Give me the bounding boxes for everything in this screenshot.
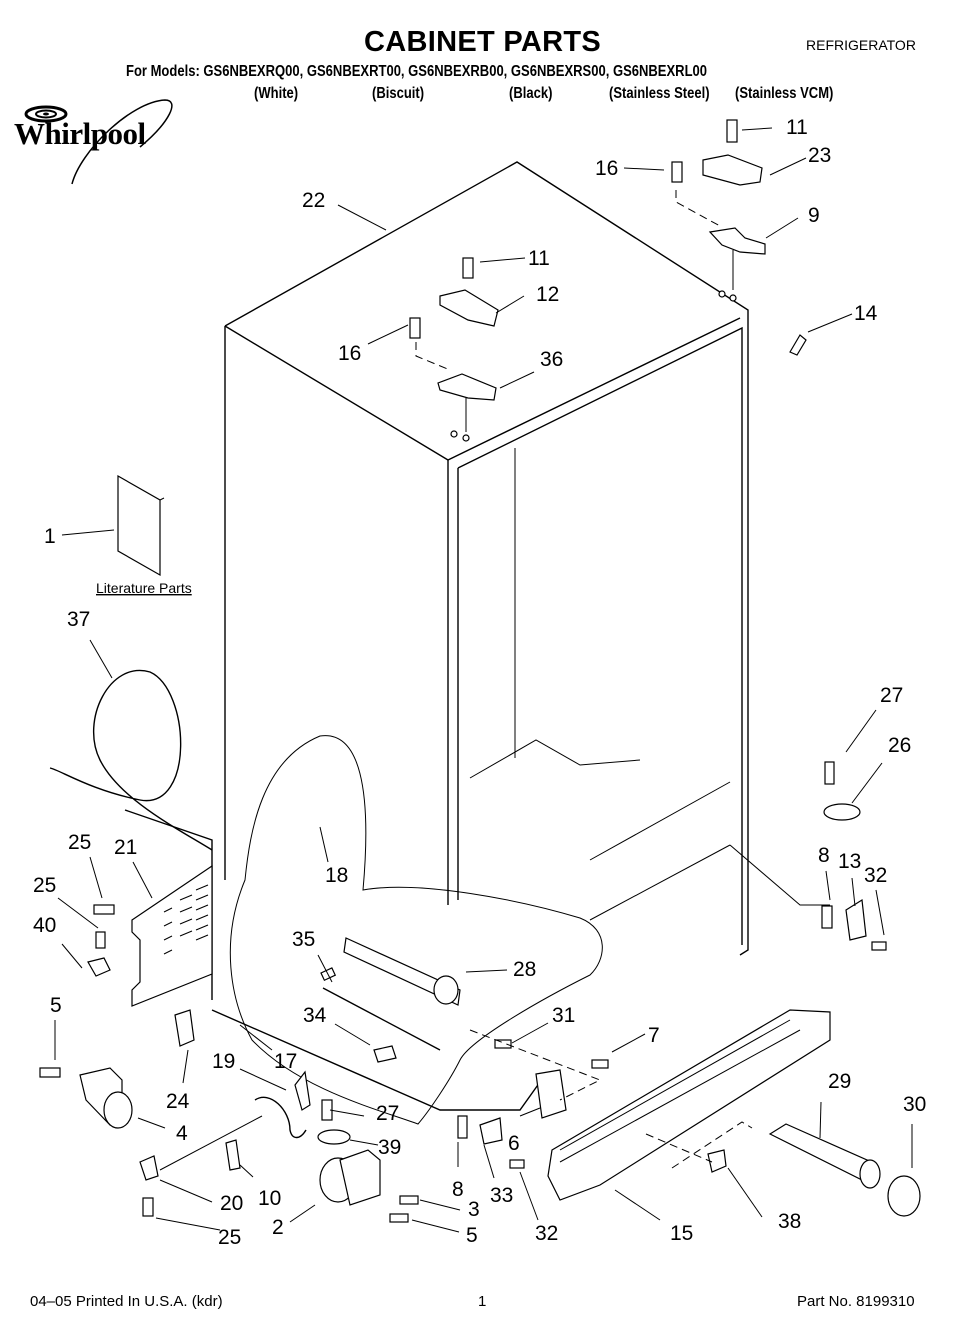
rear-access-panel [131,864,213,1007]
callout-labels: 11 23 16 9 22 11 12 14 16 36 1 37 27 26 … [33,116,926,1249]
model-color-stainless-vcm: (Stainless VCM) [735,85,834,102]
models-line: For Models: GS6NBEXRQ00, GS6NBEXRT00, GS… [126,63,708,80]
callout-8-bottom: 8 [452,1178,464,1201]
callout-28: 28 [513,958,536,981]
callout-23: 23 [808,144,831,167]
callout-33: 33 [490,1184,513,1207]
callout-27-bottom: 27 [376,1102,399,1125]
callout-14: 14 [854,302,878,325]
literature-parts-label: Literature Parts [96,580,192,596]
product-type: REFRIGERATOR [806,37,916,53]
callout-24: 24 [166,1090,190,1113]
callout-7: 7 [648,1024,660,1047]
top-hinge-assembly-right [671,119,807,356]
callout-35: 35 [292,928,315,951]
power-cord [49,669,213,851]
model-color-white: (White) [254,85,299,102]
callout-29: 29 [828,1070,851,1093]
center-hinge-assembly [409,257,499,442]
whirlpool-logo-swirl-icon [24,99,173,185]
callout-38: 38 [778,1210,801,1233]
callout-11-top: 11 [786,116,808,139]
callout-25-b: 25 [33,874,56,897]
callout-5-left: 5 [50,994,62,1017]
whirlpool-logo: Whirlpool [14,116,146,151]
model-color-biscuit: (Biscuit) [372,85,425,102]
callout-21: 21 [114,836,137,859]
callout-26: 26 [888,734,911,757]
callout-19: 19 [212,1050,235,1073]
callout-2: 2 [272,1216,284,1239]
callout-40: 40 [33,914,56,937]
page-title: CABINET PARTS [364,26,601,58]
callout-20: 20 [220,1192,243,1215]
water-filter [645,1121,921,1217]
callout-17: 17 [274,1050,297,1073]
callout-30: 30 [903,1093,926,1116]
cabinet-shell [124,161,830,1125]
small-parts [39,761,887,1223]
callout-39: 39 [378,1136,401,1159]
callout-31: 31 [552,1004,575,1027]
callout-13: 13 [838,850,861,873]
model-color-black: (Black) [509,85,553,102]
callout-18: 18 [325,864,348,887]
callout-34: 34 [303,1004,327,1027]
callout-8-right: 8 [818,844,830,867]
model-color-stainless-steel: (Stainless Steel) [609,85,710,102]
callout-4: 4 [176,1122,188,1145]
callout-25-a: 25 [68,831,91,854]
callout-16-center: 16 [338,342,361,365]
callout-1: 1 [44,525,56,548]
callout-9: 9 [808,204,820,227]
part-number: Part No. 8199310 [797,1293,915,1310]
callout-12: 12 [536,283,559,306]
callout-16-top: 16 [595,157,618,180]
callout-37: 37 [67,608,90,631]
page-number: 1 [478,1293,487,1310]
base-grille [547,1009,831,1201]
callout-15: 15 [670,1222,693,1245]
print-info: 04–05 Printed In U.S.A. (kdr) [30,1293,223,1310]
callout-25-bottom: 25 [218,1226,241,1249]
callout-32-bottom: 32 [535,1222,558,1245]
callout-22: 22 [302,189,325,212]
callout-10: 10 [258,1187,281,1210]
callout-6: 6 [508,1132,520,1155]
literature-parts: Literature Parts [96,474,192,596]
callout-27-right: 27 [880,684,903,707]
callout-11-center: 11 [528,247,550,270]
callout-5-bottom: 5 [466,1224,478,1247]
callout-32-right: 32 [864,864,887,887]
leader-lines [54,127,913,1233]
callout-3: 3 [468,1198,480,1221]
callout-36: 36 [540,348,563,371]
